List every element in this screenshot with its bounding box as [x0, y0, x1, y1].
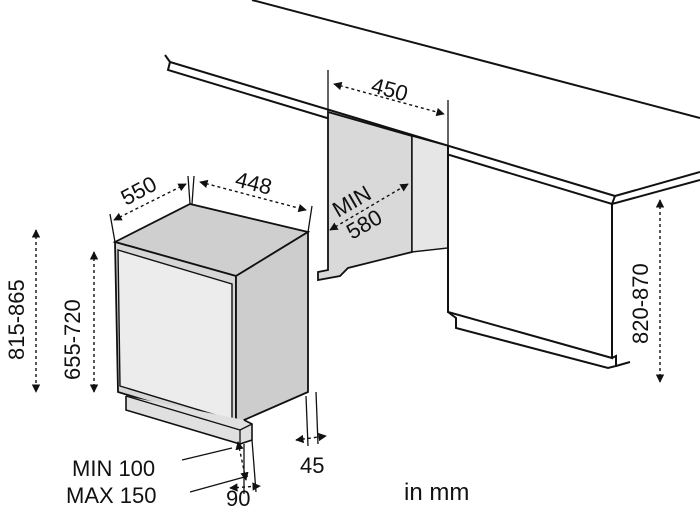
dim-niche-width-label: 450: [369, 73, 411, 107]
dishwasher-side: [235, 230, 309, 431]
dim-height-door: 655-720: [60, 251, 99, 393]
dim-unit-width-label: 448: [233, 167, 275, 200]
adjacent-cabinet: [447, 146, 631, 370]
dim-height-door-label: 655-720: [60, 299, 85, 380]
dim-plinth-height: MIN 100 MAX 150: [66, 441, 249, 508]
dishwasher-unit: [112, 203, 311, 445]
dim-plinth-max-label: MAX 150: [66, 483, 157, 508]
dim-height-cabinet-label: 820-870: [628, 263, 653, 344]
dim-unit-depth-label: 550: [117, 171, 161, 210]
dim-toe-kick: 45: [295, 391, 327, 478]
niche-side-wall: [411, 135, 449, 253]
units-note: in mm: [404, 479, 469, 506]
dim-plinth-depth-label: 90: [226, 486, 250, 511]
dim-height-total: 815-865: [4, 229, 41, 393]
dim-height-total-label: 815-865: [4, 279, 29, 360]
dim-height-cabinet: 820-870: [628, 199, 665, 383]
dim-toe-kick-label: 45: [300, 453, 324, 478]
dim-plinth-min-label: MIN 100: [72, 456, 155, 481]
dim-plinth-depth: 90: [226, 439, 261, 511]
